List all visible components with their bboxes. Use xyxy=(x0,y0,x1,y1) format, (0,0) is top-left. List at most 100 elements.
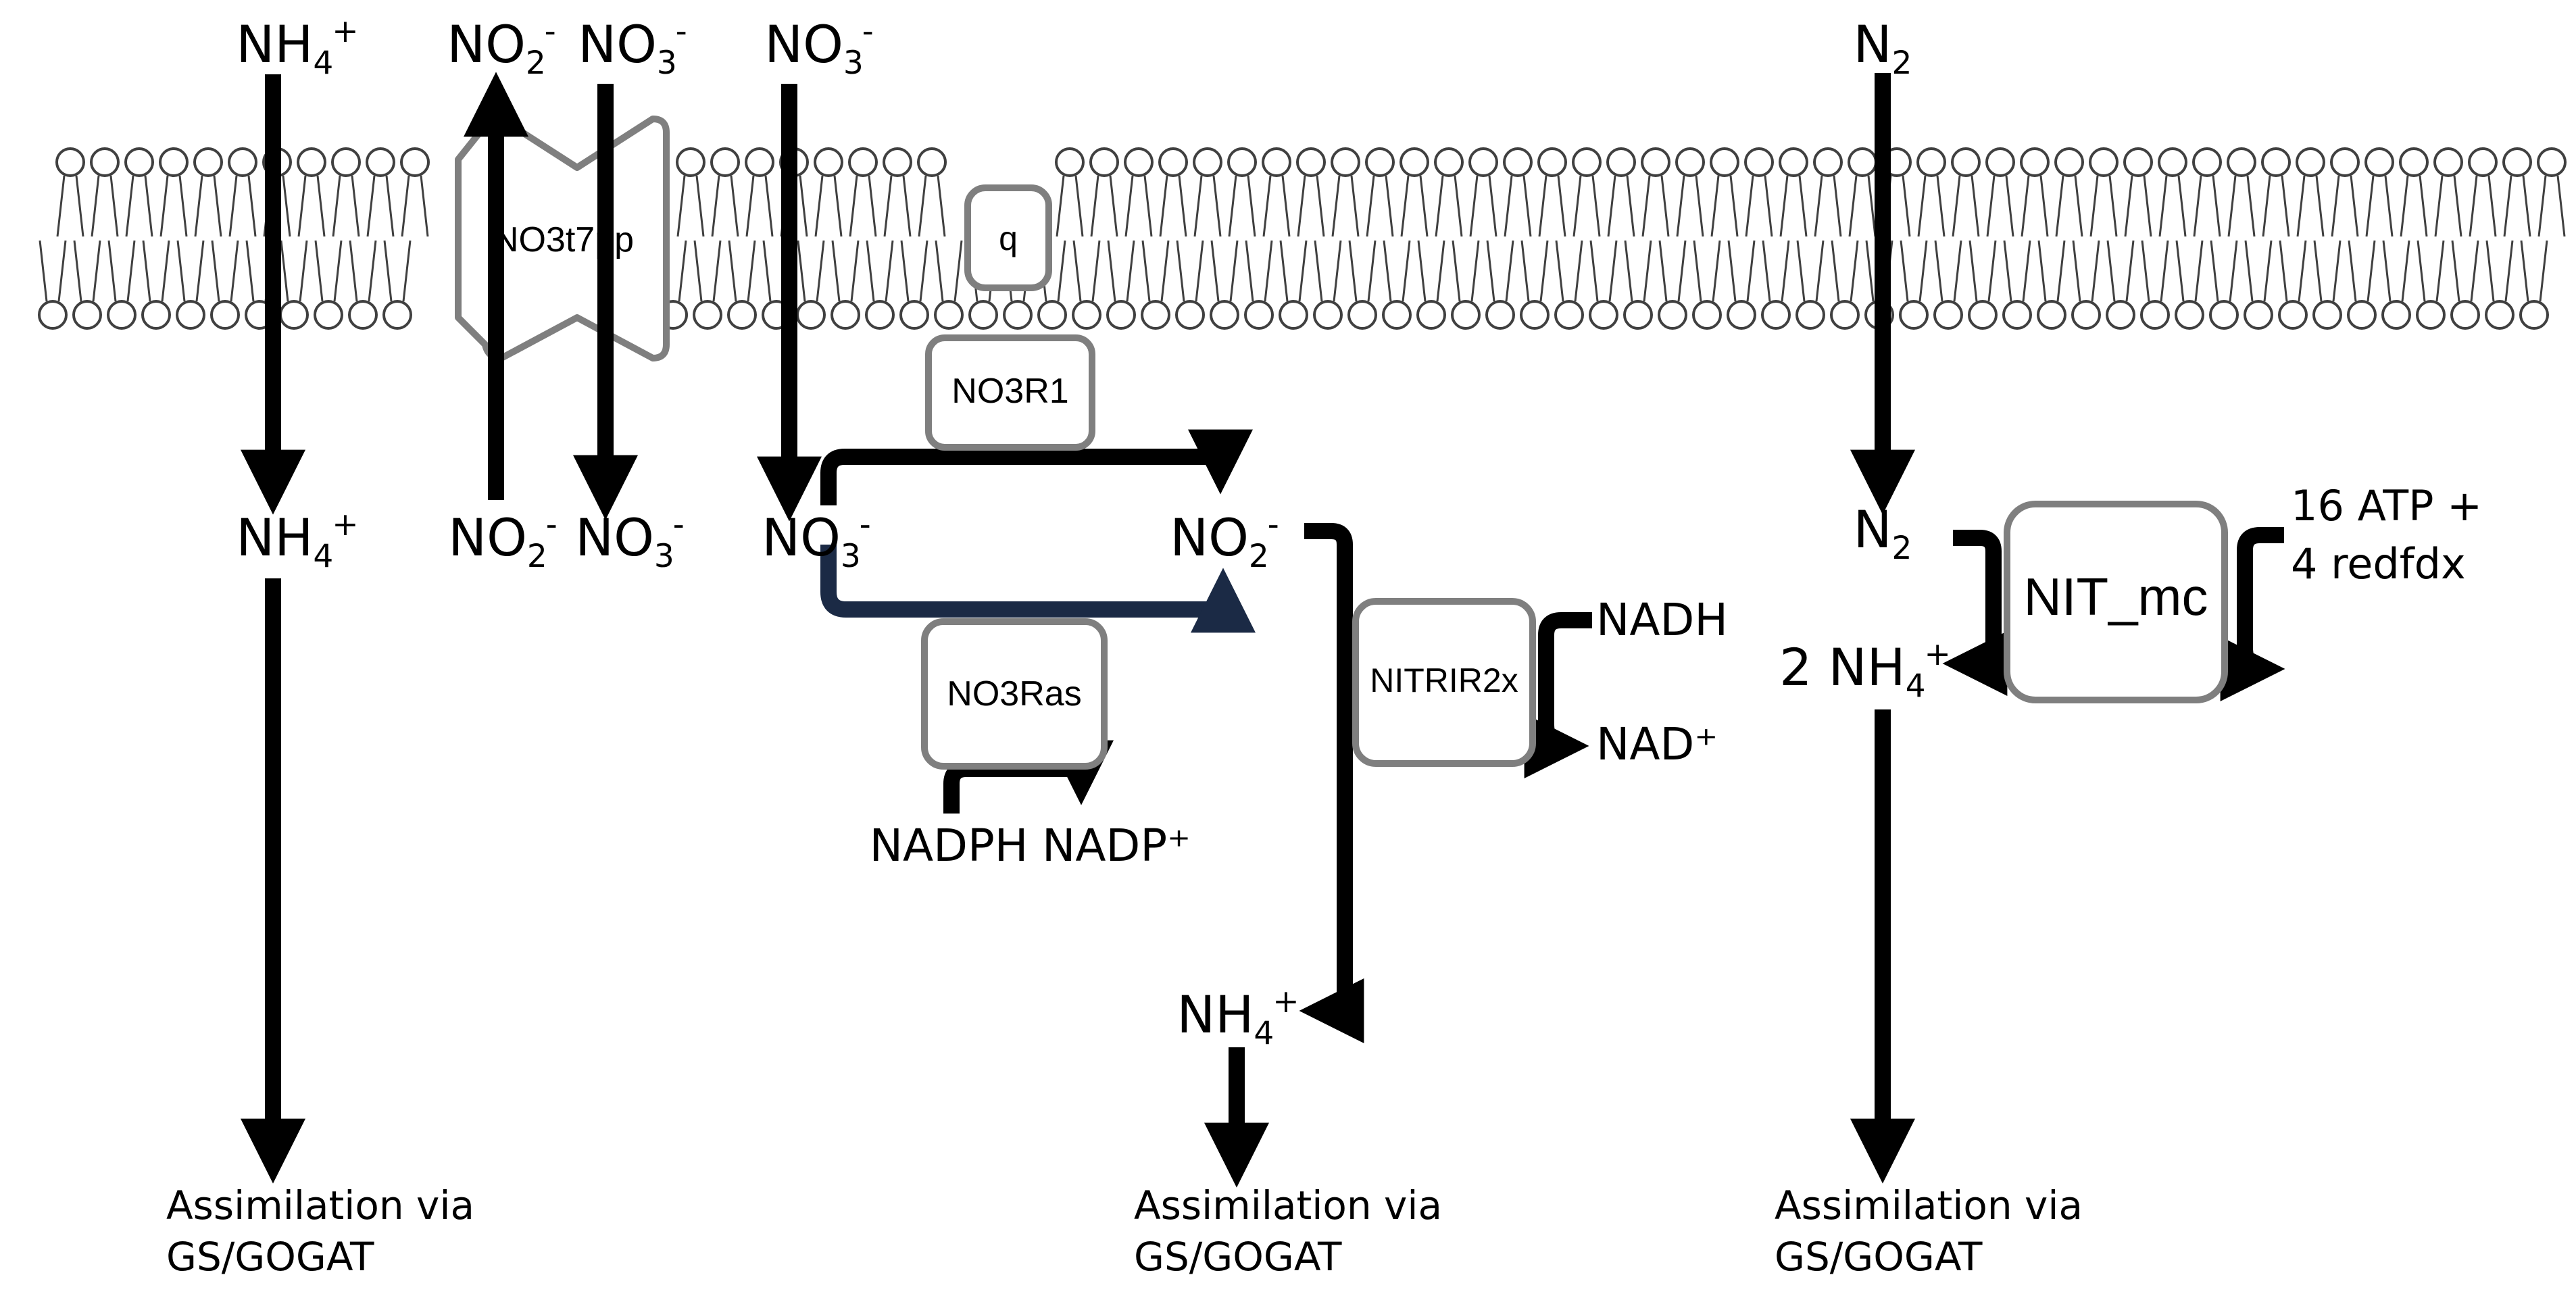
lipid-tail-inner xyxy=(1555,240,1583,302)
lipid-head-inner xyxy=(382,300,412,330)
lipid-head-outer xyxy=(90,147,120,177)
lipid-head-outer xyxy=(159,147,189,177)
assimilation-labels: Assimilation via GS/GOGAT Assimilation v… xyxy=(166,1182,2083,1280)
lipid-head-outer xyxy=(710,147,740,177)
lipid-head-outer xyxy=(2330,147,2360,177)
lipid-tail-inner xyxy=(728,240,756,302)
lipid-tail-inner xyxy=(693,240,722,302)
lipid-head-inner xyxy=(2209,300,2239,330)
lipid-head-outer xyxy=(297,147,326,177)
no3-external-label-b: NO3- xyxy=(764,13,874,82)
reaction-arrows xyxy=(241,72,2285,1188)
lipid-head-outer xyxy=(2261,147,2291,177)
lipid-tail-outer xyxy=(194,175,222,237)
lipid-tail-inner xyxy=(900,240,928,302)
lipid-tail-inner xyxy=(1072,240,1101,302)
lipid-head-outer xyxy=(745,147,774,177)
no3r1-reaction-arrow xyxy=(820,429,1253,505)
lipid-head-inner xyxy=(2519,300,2549,330)
lipid-head-outer xyxy=(1537,147,1567,177)
lipid-head-inner xyxy=(279,300,309,330)
lipid-head-outer xyxy=(2537,147,2567,177)
lipid-head-inner xyxy=(1347,300,1377,330)
lipid-tail-inner xyxy=(2141,240,2169,302)
lipid-tail-outer xyxy=(1469,175,1497,237)
metabolite-labels: NH4+ NO2- NO3- NO3- N2 NH4+ NO2- NO3- NO… xyxy=(236,13,2482,1052)
lipid-head-inner xyxy=(865,300,895,330)
lipid-head-outer xyxy=(2364,147,2394,177)
lipid-head-outer xyxy=(1158,147,1188,177)
lipid-tail-outer xyxy=(1986,175,2014,237)
lipid-head-inner xyxy=(38,300,68,330)
lipid-head-outer xyxy=(917,147,947,177)
lipid-head-inner xyxy=(2416,300,2446,330)
lipid-head-outer xyxy=(2054,147,2084,177)
lipid-head-outer xyxy=(2468,147,2498,177)
nit-mc-reaction-arrow xyxy=(1942,530,2008,696)
lipid-head-outer xyxy=(331,147,361,177)
nit-mc-label: NIT_mc xyxy=(2024,567,2208,626)
lipid-tail-outer xyxy=(2124,175,2152,237)
lipid-tail-inner xyxy=(2003,240,2031,302)
lipid-head-outer xyxy=(883,147,912,177)
lipid-tail-inner xyxy=(107,240,136,302)
lipid-tail-outer xyxy=(814,175,843,237)
lipid-tail-outer xyxy=(1572,175,1601,237)
n2-internal-label: N2 xyxy=(1854,499,1912,567)
lipid-tail-inner xyxy=(2175,240,2204,302)
lipid-tail-inner xyxy=(2037,240,2066,302)
no3r1-box: NO3R1 xyxy=(925,334,1095,451)
lipid-head-inner xyxy=(1175,300,1205,330)
lipid-tail-outer xyxy=(2021,175,2049,237)
lipid-head-inner xyxy=(1623,300,1653,330)
lipid-tail-outer xyxy=(2055,175,2083,237)
lipid-head-outer xyxy=(1710,147,1739,177)
lipid-head-outer xyxy=(55,147,85,177)
lipid-head-outer xyxy=(2089,147,2119,177)
lipid-tail-inner xyxy=(831,240,860,302)
lipid-tail-outer xyxy=(1538,175,1566,237)
assimilation-label-1-line1: Assimilation via xyxy=(166,1182,474,1228)
cell-membrane xyxy=(38,147,2567,330)
lipid-tail-outer xyxy=(2262,175,2290,237)
lipid-head-inner xyxy=(2381,300,2411,330)
nitrir2x-box: NITRIR2x xyxy=(1352,598,1536,767)
lipid-head-inner xyxy=(1761,300,1791,330)
nitrir2x-label: NITRIR2x xyxy=(1370,661,1518,699)
lipid-head-inner xyxy=(141,300,171,330)
nadh-cofactor-arrow xyxy=(1524,612,1592,778)
quinone-label: q xyxy=(999,220,1018,257)
lipid-tail-outer xyxy=(2400,175,2428,237)
lipid-head-inner xyxy=(1485,300,1515,330)
lipid-head-outer xyxy=(400,147,430,177)
lipid-head-inner xyxy=(1106,300,1136,330)
lipid-tail-outer xyxy=(711,175,739,237)
lipid-head-outer xyxy=(1331,147,1360,177)
lipid-head-inner xyxy=(2002,300,2032,330)
lipid-tail-outer xyxy=(1710,175,1739,237)
lipid-tail-outer xyxy=(918,175,946,237)
lipid-tail-outer xyxy=(1917,175,1946,237)
lipid-head-inner xyxy=(2450,300,2480,330)
lipid-head-inner xyxy=(1933,300,1963,330)
lipid-head-inner xyxy=(1210,300,1239,330)
assimilation-label-1-line2: GS/GOGAT xyxy=(166,1234,374,1280)
lipid-tail-outer xyxy=(676,175,705,237)
lipid-head-outer xyxy=(848,147,878,177)
lipid-tail-outer xyxy=(366,175,395,237)
no3-external-label-a: NO3- xyxy=(578,13,687,82)
lipid-head-inner xyxy=(1899,300,1929,330)
lipid-head-inner xyxy=(1244,300,1274,330)
lipid-tail-inner xyxy=(2244,240,2273,302)
lipid-tail-outer xyxy=(1193,175,1222,237)
nh4-external-label: NH4+ xyxy=(236,13,358,82)
lipid-head-inner xyxy=(1692,300,1722,330)
lipid-tail-outer xyxy=(745,175,774,237)
lipid-tail-inner xyxy=(1417,240,1445,302)
assimilation-label-2-line2: GS/GOGAT xyxy=(1134,1234,1342,1280)
lipid-tail-inner xyxy=(866,240,894,302)
lipid-head-inner xyxy=(314,300,343,330)
nitrir2x-reaction-arrow xyxy=(1299,523,1364,1043)
assimilation-label-3-line1: Assimilation via xyxy=(1775,1182,2083,1228)
lipid-head-outer xyxy=(1744,147,1774,177)
